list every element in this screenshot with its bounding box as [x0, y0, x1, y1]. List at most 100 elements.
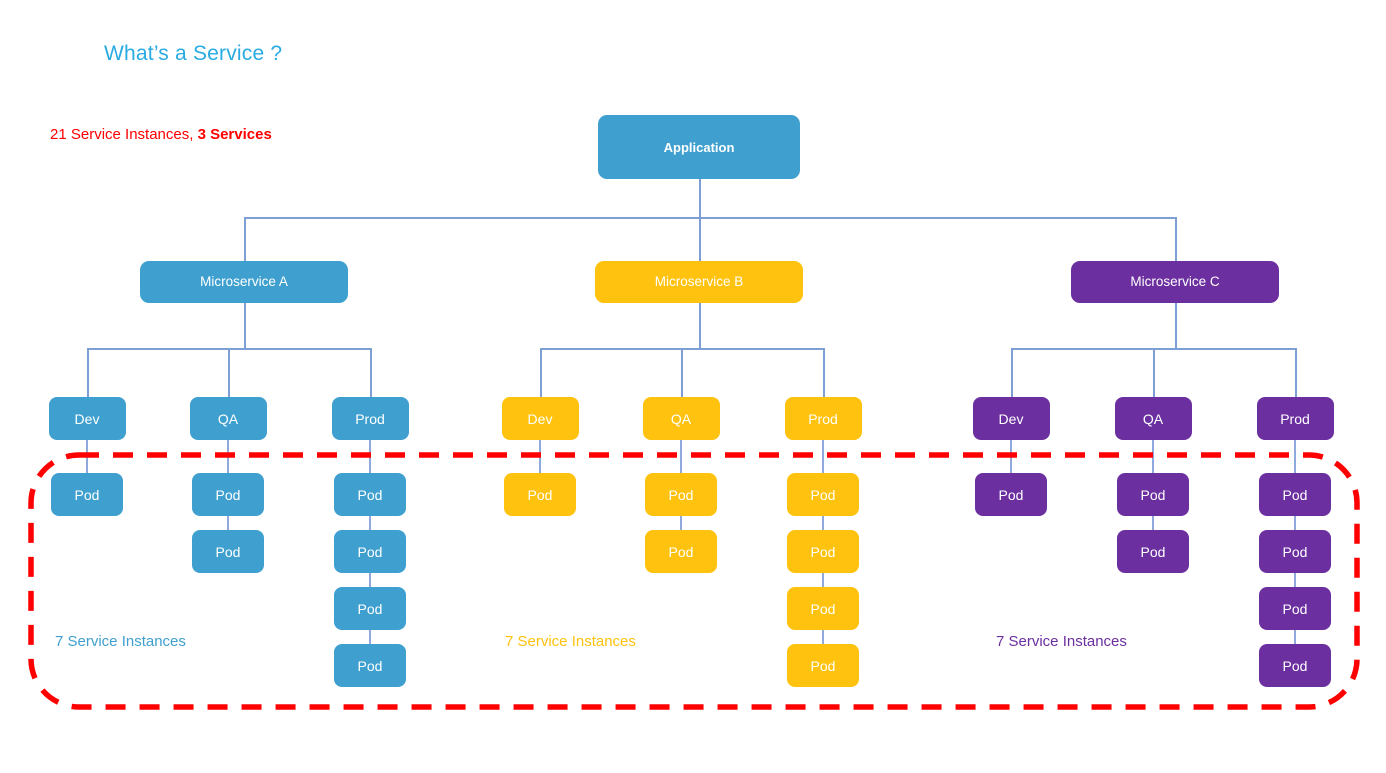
- microservice-b-env-prod-node[interactable]: Prod: [784, 397, 862, 440]
- microservice-b-prod-riser-line: [823, 348, 825, 397]
- microservice-b-qa-pod-2-label: Pod: [668, 543, 694, 560]
- microservice-c-prod-pod-2-label: Pod: [1282, 543, 1308, 560]
- microservice-c-prod-pod-link-1: [1294, 440, 1296, 473]
- microservice-a-prod-pod-3-label: Pod: [357, 600, 383, 617]
- branch-2-riser-line: [699, 217, 701, 261]
- microservice-a-dev-riser-line: [87, 348, 89, 397]
- microservice-a-prod-riser-line: [370, 348, 372, 397]
- microservice-c-dev-pod-link-1: [1010, 440, 1012, 473]
- microservice-b-prod-pod-3[interactable]: Pod: [787, 587, 859, 630]
- microservice-b-dev-pod-1-label: Pod: [527, 486, 553, 503]
- microservice-a-qa-pod-1[interactable]: Pod: [192, 473, 264, 516]
- microservice-a-prod-pod-link-1: [369, 440, 371, 473]
- microservice-c-node[interactable]: Microservice C: [1071, 261, 1279, 303]
- microservice-a-prod-pod-3[interactable]: Pod: [334, 587, 406, 630]
- microservice-a-qa-pod-1-label: Pod: [215, 486, 241, 503]
- microservice-c-env-qa-node[interactable]: QA: [1114, 397, 1192, 440]
- microservice-a-prod-pod-4-label: Pod: [357, 657, 383, 674]
- microservice-b-qa-pod-link-1: [680, 440, 682, 473]
- microservice-c-prod-pod-3[interactable]: Pod: [1259, 587, 1331, 630]
- microservice-b-env-qa-node[interactable]: QA: [642, 397, 720, 440]
- microservice-a-prod-pod-link-2: [369, 516, 371, 530]
- branch-3-riser-line: [1175, 217, 1177, 261]
- microservice-a-env-prod-node-label: Prod: [355, 410, 385, 427]
- microservice-c-qa-pod-2[interactable]: Pod: [1117, 530, 1189, 573]
- microservice-c-prod-pod-2[interactable]: Pod: [1259, 530, 1331, 573]
- microservice-a-prod-pod-2-label: Pod: [357, 543, 383, 560]
- branch-1-drop-line: [244, 303, 246, 348]
- branch-2-drop-line: [699, 303, 701, 348]
- microservice-c-qa-pod-link-2: [1152, 516, 1154, 530]
- microservice-b-prod-pod-link-4: [822, 630, 824, 644]
- microservice-a-env-qa-node-label: QA: [217, 410, 239, 427]
- microservice-a-prod-pod-link-3: [369, 573, 371, 587]
- microservice-b-qa-pod-2[interactable]: Pod: [645, 530, 717, 573]
- microservice-a-qa-pod-2-label: Pod: [215, 543, 241, 560]
- microservice-b-prod-pod-link-2: [822, 516, 824, 530]
- microservice-c-qa-pod-1[interactable]: Pod: [1117, 473, 1189, 516]
- microservice-b-prod-pod-1[interactable]: Pod: [787, 473, 859, 516]
- microservice-b-prod-pod-4[interactable]: Pod: [787, 644, 859, 687]
- microservice-a-instances-label: 7 Service Instances: [55, 633, 186, 650]
- microservice-a-node[interactable]: Microservice A: [140, 261, 348, 303]
- microservice-a-qa-pod-link-2: [227, 516, 229, 530]
- microservice-b-dev-pod-link-1: [539, 440, 541, 473]
- application-node[interactable]: Application: [598, 115, 800, 179]
- microservice-b-prod-pod-3-label: Pod: [810, 600, 836, 617]
- microservice-c-env-dev-node[interactable]: Dev: [972, 397, 1050, 440]
- microservice-a-prod-pod-2[interactable]: Pod: [334, 530, 406, 573]
- microservice-c-dev-pod-1[interactable]: Pod: [975, 473, 1047, 516]
- microservice-a-env-prod-node[interactable]: Prod: [331, 397, 409, 440]
- application-node-label: Application: [663, 139, 735, 155]
- microservice-b-env-dev-node[interactable]: Dev: [501, 397, 579, 440]
- microservice-b-dev-pod-1[interactable]: Pod: [504, 473, 576, 516]
- microservice-c-prod-riser-line: [1295, 348, 1297, 397]
- microservice-a-env-qa-node[interactable]: QA: [189, 397, 267, 440]
- microservice-c-env-prod-node[interactable]: Prod: [1256, 397, 1334, 440]
- microservice-a-prod-pod-1-label: Pod: [357, 486, 383, 503]
- microservice-c-env-qa-node-label: QA: [1142, 410, 1164, 427]
- microservice-c-prod-pod-4[interactable]: Pod: [1259, 644, 1331, 687]
- microservice-b-prod-pod-4-label: Pod: [810, 657, 836, 674]
- microservice-a-dev-pod-1[interactable]: Pod: [51, 473, 123, 516]
- microservice-c-qa-pod-link-1: [1152, 440, 1154, 473]
- microservice-b-node-label: Microservice B: [654, 274, 744, 290]
- microservice-b-node[interactable]: Microservice B: [595, 261, 803, 303]
- microservice-c-qa-pod-1-label: Pod: [1140, 486, 1166, 503]
- microservice-b-env-dev-node-label: Dev: [527, 410, 553, 427]
- microservice-c-prod-pod-1-label: Pod: [1282, 486, 1308, 503]
- microservice-a-prod-pod-link-4: [369, 630, 371, 644]
- microservice-c-prod-pod-3-label: Pod: [1282, 600, 1308, 617]
- microservice-c-qa-riser-line: [1153, 348, 1155, 397]
- microservice-c-node-label: Microservice C: [1130, 274, 1220, 290]
- microservice-a-qa-pod-2[interactable]: Pod: [192, 530, 264, 573]
- microservice-c-dev-riser-line: [1011, 348, 1013, 397]
- microservice-a-qa-pod-link-1: [227, 440, 229, 473]
- page-title: What’s a Service ?: [104, 42, 283, 65]
- microservice-a-prod-pod-1[interactable]: Pod: [334, 473, 406, 516]
- microservice-a-prod-pod-4[interactable]: Pod: [334, 644, 406, 687]
- microservice-bus-line: [244, 217, 1175, 219]
- microservice-c-prod-pod-4-label: Pod: [1282, 657, 1308, 674]
- microservice-c-env-dev-node-label: Dev: [998, 410, 1024, 427]
- microservice-b-qa-pod-link-2: [680, 516, 682, 530]
- microservice-b-qa-pod-1[interactable]: Pod: [645, 473, 717, 516]
- microservice-c-prod-pod-link-3: [1294, 573, 1296, 587]
- total-instances-prefix: 21 Service Instances,: [50, 126, 198, 143]
- microservice-c-qa-pod-2-label: Pod: [1140, 543, 1166, 560]
- microservice-b-instances-label: 7 Service Instances: [505, 633, 636, 650]
- microservice-c-instances-label: 7 Service Instances: [996, 633, 1127, 650]
- microservice-b-prod-pod-1-label: Pod: [810, 486, 836, 503]
- microservice-b-prod-pod-2-label: Pod: [810, 543, 836, 560]
- application-drop-line: [699, 179, 701, 217]
- microservice-a-node-label: Microservice A: [200, 274, 288, 290]
- microservice-a-dev-pod-1-label: Pod: [74, 486, 100, 503]
- branch-1-riser-line: [244, 217, 246, 261]
- microservice-b-qa-riser-line: [681, 348, 683, 397]
- microservice-a-env-dev-node[interactable]: Dev: [48, 397, 126, 440]
- microservice-b-env-qa-node-label: QA: [670, 410, 692, 427]
- microservice-a-env-dev-node-label: Dev: [74, 410, 100, 427]
- microservice-c-prod-pod-1[interactable]: Pod: [1259, 473, 1331, 516]
- microservice-b-prod-pod-2[interactable]: Pod: [787, 530, 859, 573]
